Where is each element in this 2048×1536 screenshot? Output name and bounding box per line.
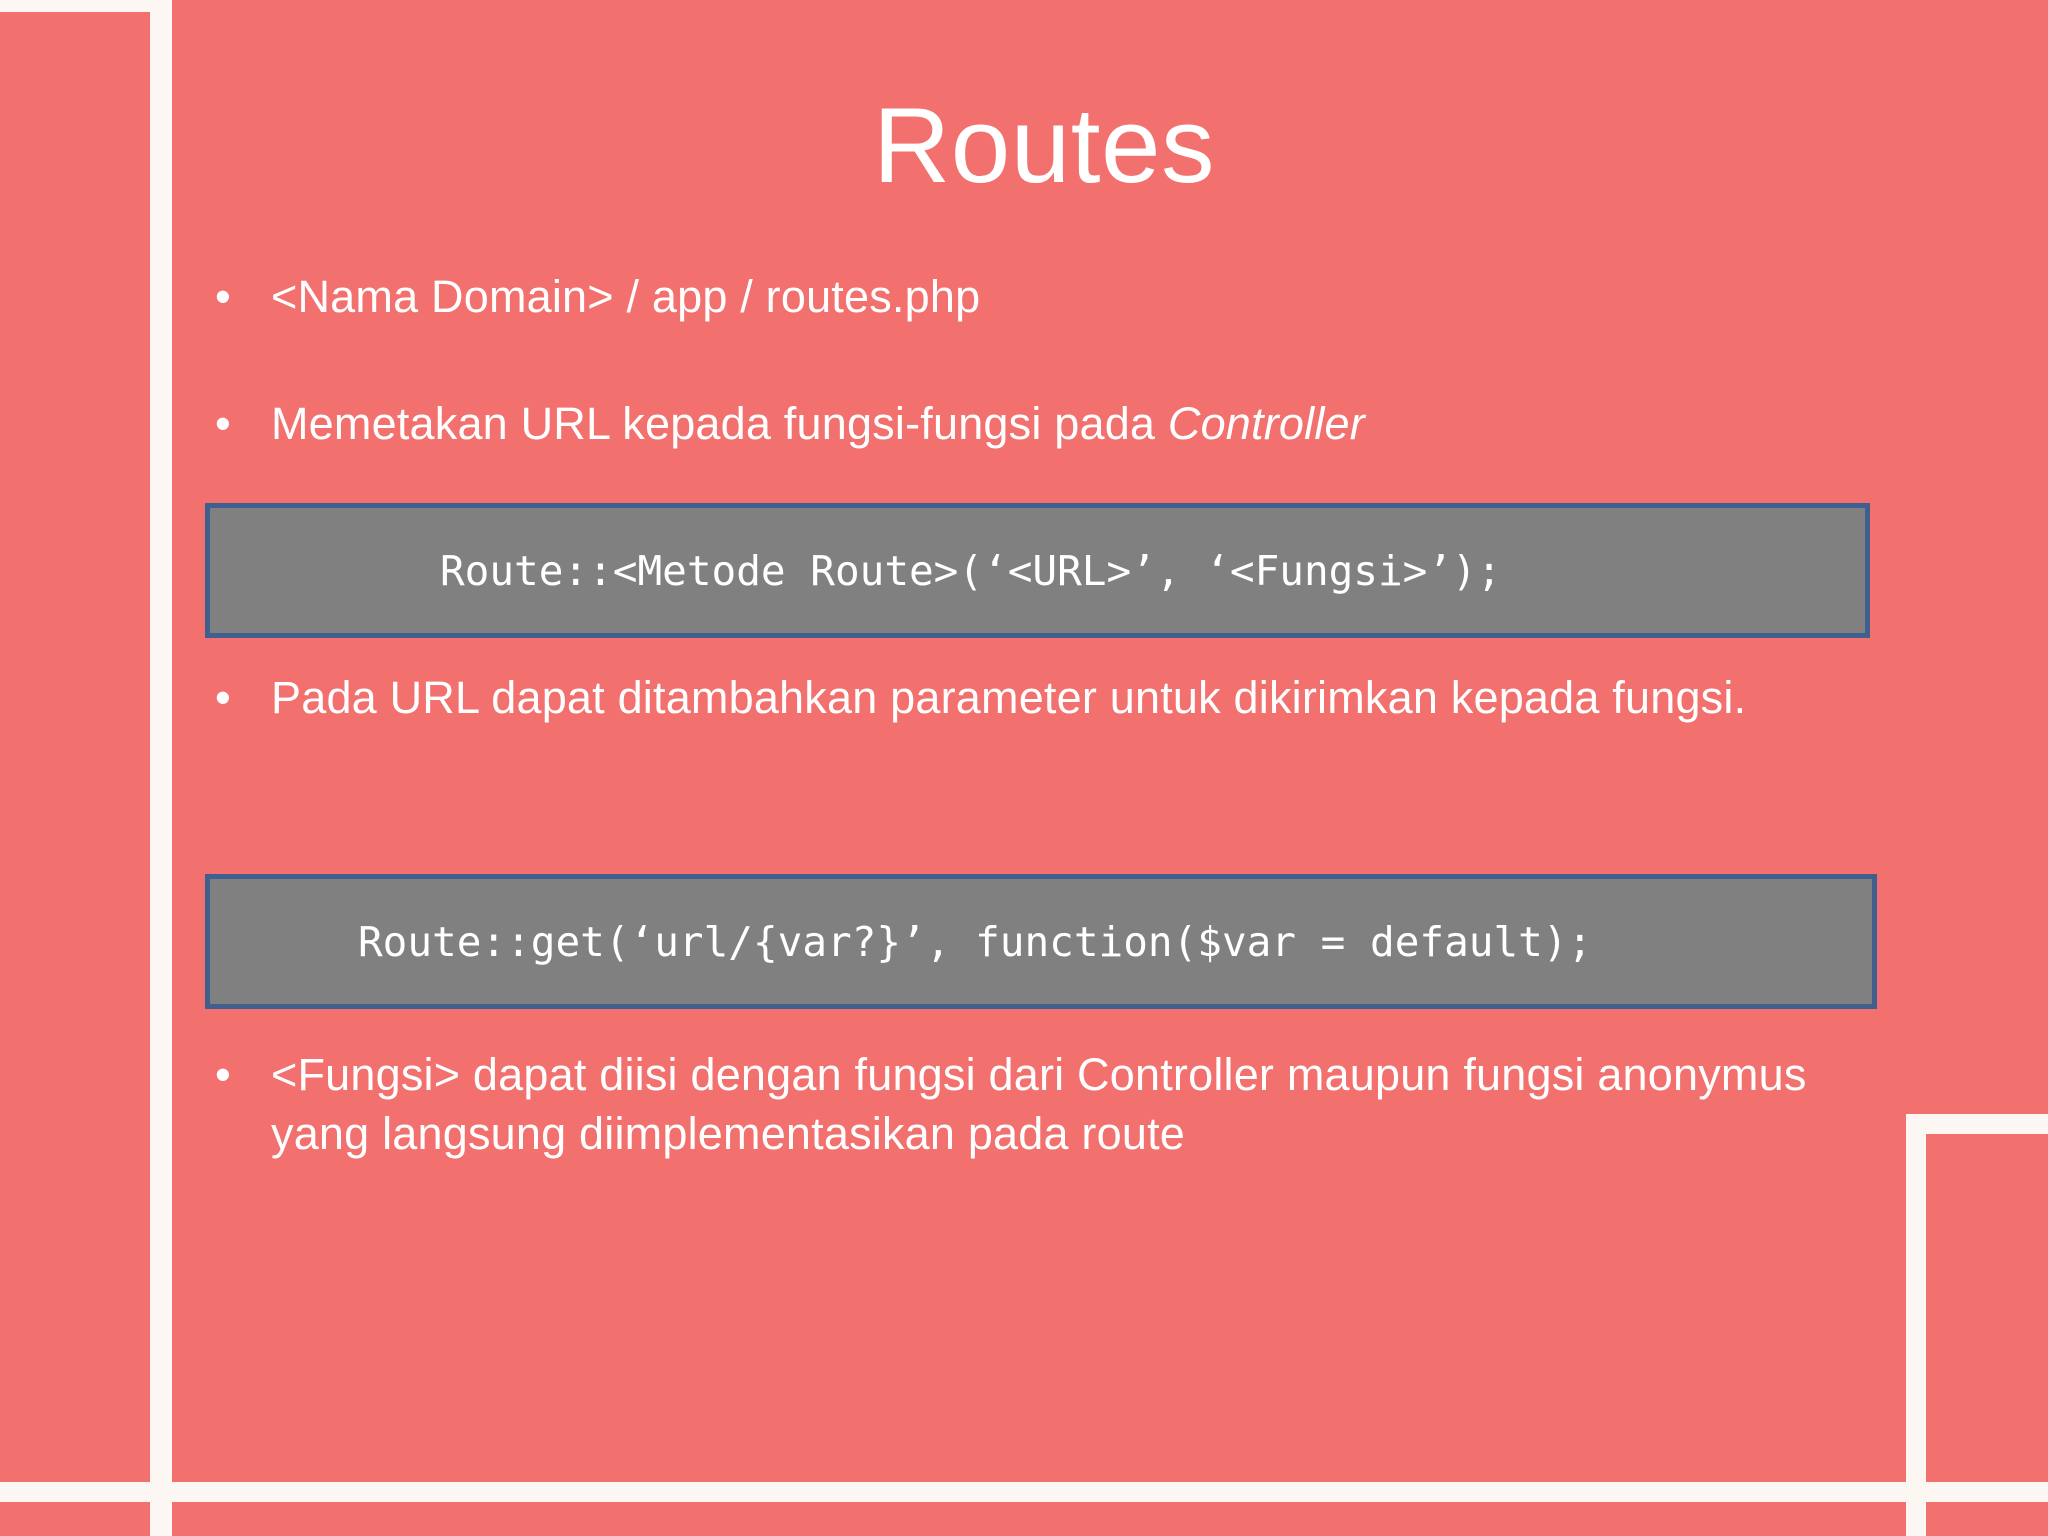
bullet-item: • <Nama Domain> / app / routes.php (215, 268, 1865, 327)
slide-title: Routes (872, 85, 1216, 205)
bullet-text: Memetakan URL kepada fungsi-fungsi pada … (271, 395, 1865, 454)
decor-line-left-vertical (150, 0, 172, 1536)
code-block: Route::get(‘url/{var?}’, function($var =… (205, 874, 1877, 1009)
bullet-text-main: Memetakan URL kepada fungsi-fungsi pada (271, 398, 1168, 449)
bullet-text-main: Pada URL dapat ditambahkan parameter unt… (271, 672, 1747, 723)
bullet-marker-icon: • (215, 271, 231, 322)
bullet-item: • Pada URL dapat ditambahkan parameter u… (215, 669, 1815, 728)
bullet-item: • Memetakan URL kepada fungsi-fungsi pad… (215, 395, 1865, 454)
bullet-marker-icon: • (215, 1049, 231, 1100)
bullet-item: • <Fungsi> dapat diisi dengan fungsi dar… (215, 1046, 1815, 1163)
decor-line-bottom-right-horizontal (1906, 1114, 2048, 1134)
decor-line-top-left-horizontal (0, 0, 172, 12)
bullet-text: <Fungsi> dapat diisi dengan fungsi dari … (271, 1046, 1815, 1163)
decor-line-bottom-horizontal (0, 1482, 2048, 1502)
decor-line-bottom-right-vertical (1906, 1114, 1926, 1536)
bullet-text-emphasis: Controller (1167, 398, 1365, 449)
bullet-text-main: <Nama Domain> / app / routes.php (271, 271, 981, 322)
bullet-text: Pada URL dapat ditambahkan parameter unt… (271, 669, 1815, 728)
bullet-marker-icon: • (215, 398, 231, 449)
bullet-text-main: <Fungsi> dapat diisi dengan fungsi dari … (271, 1049, 1807, 1159)
code-block-text: Route::<Metode Route>(‘<URL>’, ‘<Fungsi>… (440, 546, 1502, 595)
bullet-marker-icon: • (215, 672, 231, 723)
code-block-text: Route::get(‘url/{var?}’, function($var =… (358, 917, 1593, 966)
bullet-text: <Nama Domain> / app / routes.php (271, 268, 1865, 327)
code-block: Route::<Metode Route>(‘<URL>’, ‘<Fungsi>… (205, 503, 1870, 638)
